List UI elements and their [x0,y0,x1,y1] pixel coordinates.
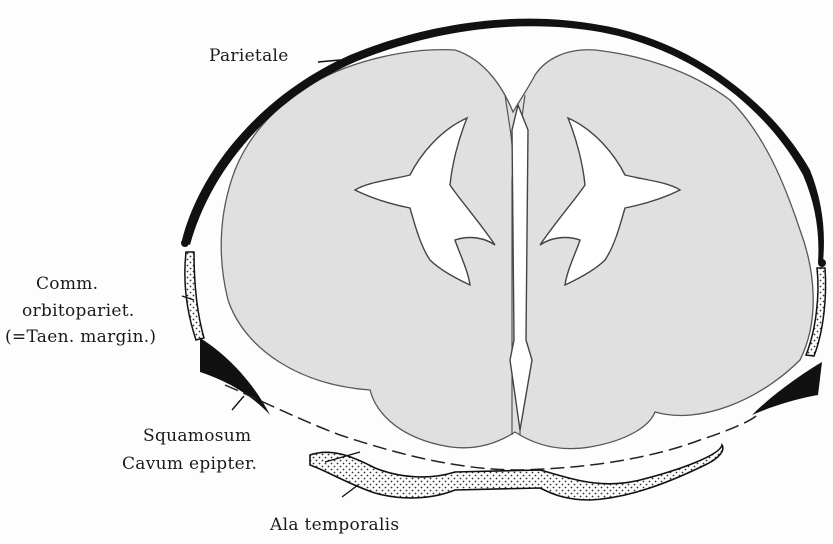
parietale-end-right [818,259,826,267]
label-parietale: Parietale [209,46,289,66]
label-cavum-epipter: Cavum epipter. [122,454,257,474]
label-ala-temporalis: Ala temporalis [270,515,399,535]
squamosum-left [200,338,270,415]
label-taen-margin: (=Taen. margin.) [5,327,156,347]
label-comm: Comm. [36,274,98,294]
parietale-end-left [181,239,189,247]
label-squamosum: Squamosum [143,426,251,446]
label-orbitopariet: orbitopariet. [22,301,135,321]
leader-ala [342,485,358,497]
comm-orbitopariet-left [185,252,204,340]
ala-temporalis [310,445,723,500]
leader-squamosum [232,396,244,410]
